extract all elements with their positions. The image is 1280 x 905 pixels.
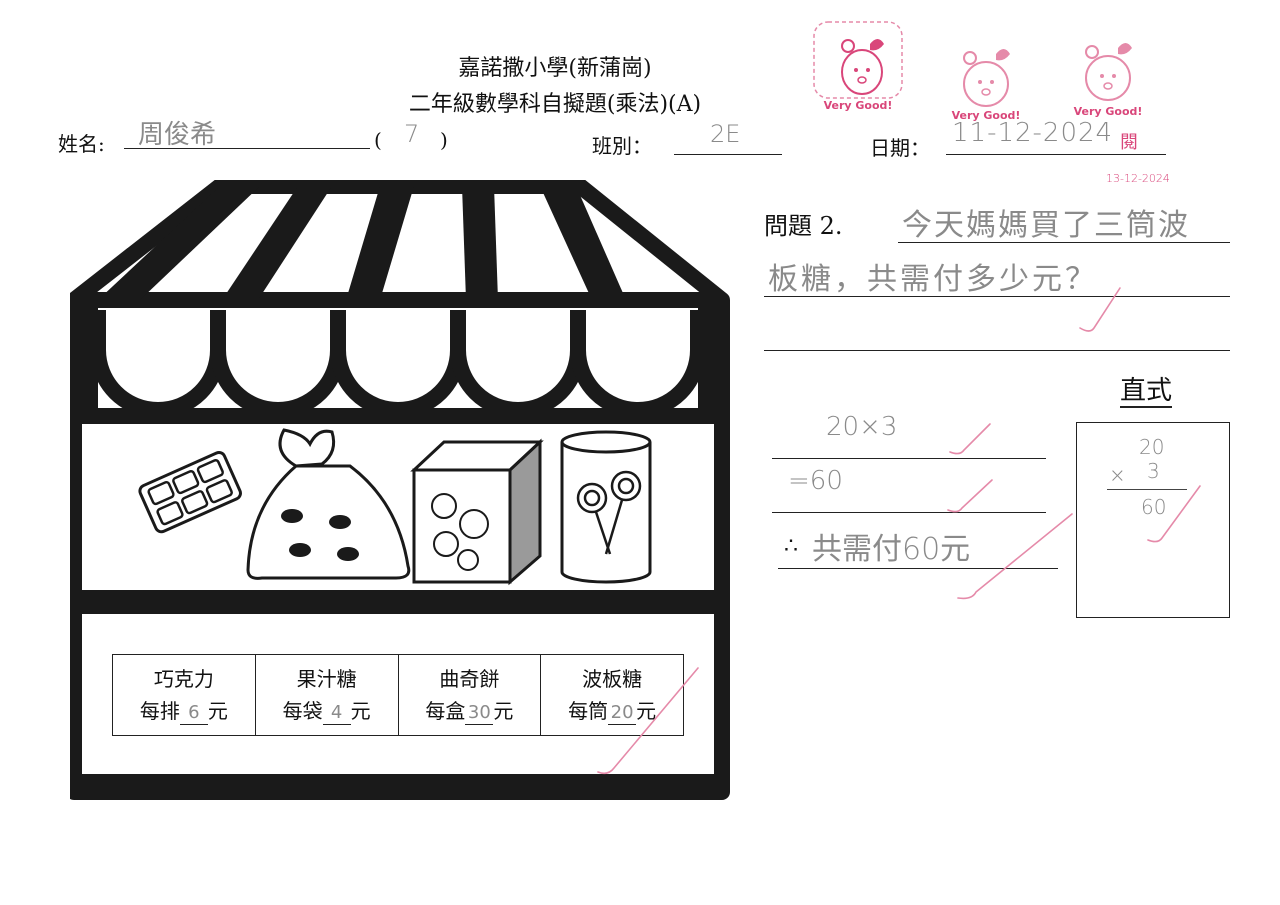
price-blank[interactable]: 30 — [465, 702, 494, 725]
name-value: 周俊希 — [138, 120, 217, 150]
unit-prefix: 每筒 — [568, 699, 609, 723]
item-name: 曲奇餅 — [439, 667, 500, 691]
unit-suffix: 元 — [350, 699, 371, 723]
question-line-1[interactable]: 今天媽媽買了三筒波 — [898, 196, 1230, 243]
item-name: 波板糖 — [582, 667, 643, 691]
candy-bag-icon — [246, 428, 411, 580]
class-label: 班別： — [592, 134, 652, 158]
calc-bottom: 3 — [1147, 459, 1160, 483]
unit-prefix: 每排 — [139, 699, 180, 723]
unit-suffix: 元 — [207, 699, 228, 723]
date-value: 11-12-2024 — [952, 118, 1114, 148]
very-good-stamp-3: Very Good! — [1062, 26, 1154, 122]
unit-suffix: 元 — [636, 699, 657, 723]
question-label: 問題 2. — [764, 212, 843, 240]
bear-stamp-icon — [813, 21, 903, 99]
class-value: 2E — [710, 120, 741, 148]
date-label: 日期： — [870, 136, 930, 160]
working-text-3: 共需付60元 — [812, 532, 971, 567]
worksheet-subtitle: 二年級數學科自擬題(乘法)(A) — [408, 92, 702, 117]
very-good-stamp-2: Very Good! — [940, 30, 1032, 126]
item-name: 巧克力 — [153, 667, 214, 691]
working-line-2[interactable]: =60 — [772, 462, 1046, 513]
name-field[interactable]: 周俊希 — [124, 112, 370, 150]
vertical-title: 直式 — [1120, 376, 1173, 408]
working-text-1: 20×3 — [826, 412, 898, 442]
question-text-2: 板糖，共需付多少元？ — [768, 262, 1098, 297]
calc-result: 60 — [1141, 495, 1167, 519]
vertical-calc-box[interactable]: 20 × 3 60 — [1076, 422, 1230, 618]
number-value: 7 — [404, 120, 420, 148]
therefore-symbol: ∴ — [784, 534, 798, 559]
question-line-3[interactable] — [764, 306, 1230, 351]
reviewed-date: 13-12-2024 — [1106, 172, 1170, 185]
name-label: 姓名: — [58, 132, 105, 156]
school-title: 嘉諾撒小學(新蒲崗) — [458, 56, 652, 81]
unit-prefix: 每盒 — [425, 699, 466, 723]
calc-top: 20 — [1139, 435, 1165, 459]
question-line-2[interactable]: 板糖，共需付多少元？ — [764, 250, 1230, 297]
stamp-text: Very Good! — [1073, 105, 1143, 118]
question-text-1: 今天媽媽買了三筒波 — [902, 208, 1190, 243]
bear-stamp-icon — [963, 49, 1010, 107]
cookie-box-icon — [410, 438, 544, 586]
price-blank[interactable]: 20 — [608, 702, 637, 725]
unit-prefix: 每袋 — [282, 699, 323, 723]
calc-op: × — [1109, 463, 1126, 487]
working-text-2: =60 — [788, 466, 843, 496]
working-line-3[interactable]: ∴ 共需付60元 — [778, 520, 1058, 569]
lollipop-tin-icon — [560, 430, 652, 584]
item-name: 果汁糖 — [296, 667, 357, 691]
unit-suffix: 元 — [493, 699, 514, 723]
price-blank[interactable]: 6 — [179, 702, 208, 725]
stamp-text: Very Good! — [823, 99, 893, 112]
chocolate-icon — [138, 451, 242, 534]
number-open: ( — [374, 128, 382, 152]
bear-stamp-icon — [1085, 43, 1132, 101]
date-field[interactable]: 11-12-2024 — [946, 118, 1166, 155]
reviewed-mark: 閱 — [1120, 132, 1138, 153]
stamp-text: Very Good! — [951, 109, 1021, 122]
number-close: ) — [440, 128, 448, 152]
calc-rule — [1107, 489, 1187, 490]
working-line-1[interactable]: 20×3 — [772, 406, 1046, 459]
price-blank[interactable]: 4 — [322, 702, 351, 725]
class-field[interactable]: 2E — [674, 118, 782, 155]
very-good-stamp-1: Very Good! — [812, 20, 904, 116]
shop-illustration — [70, 180, 730, 800]
